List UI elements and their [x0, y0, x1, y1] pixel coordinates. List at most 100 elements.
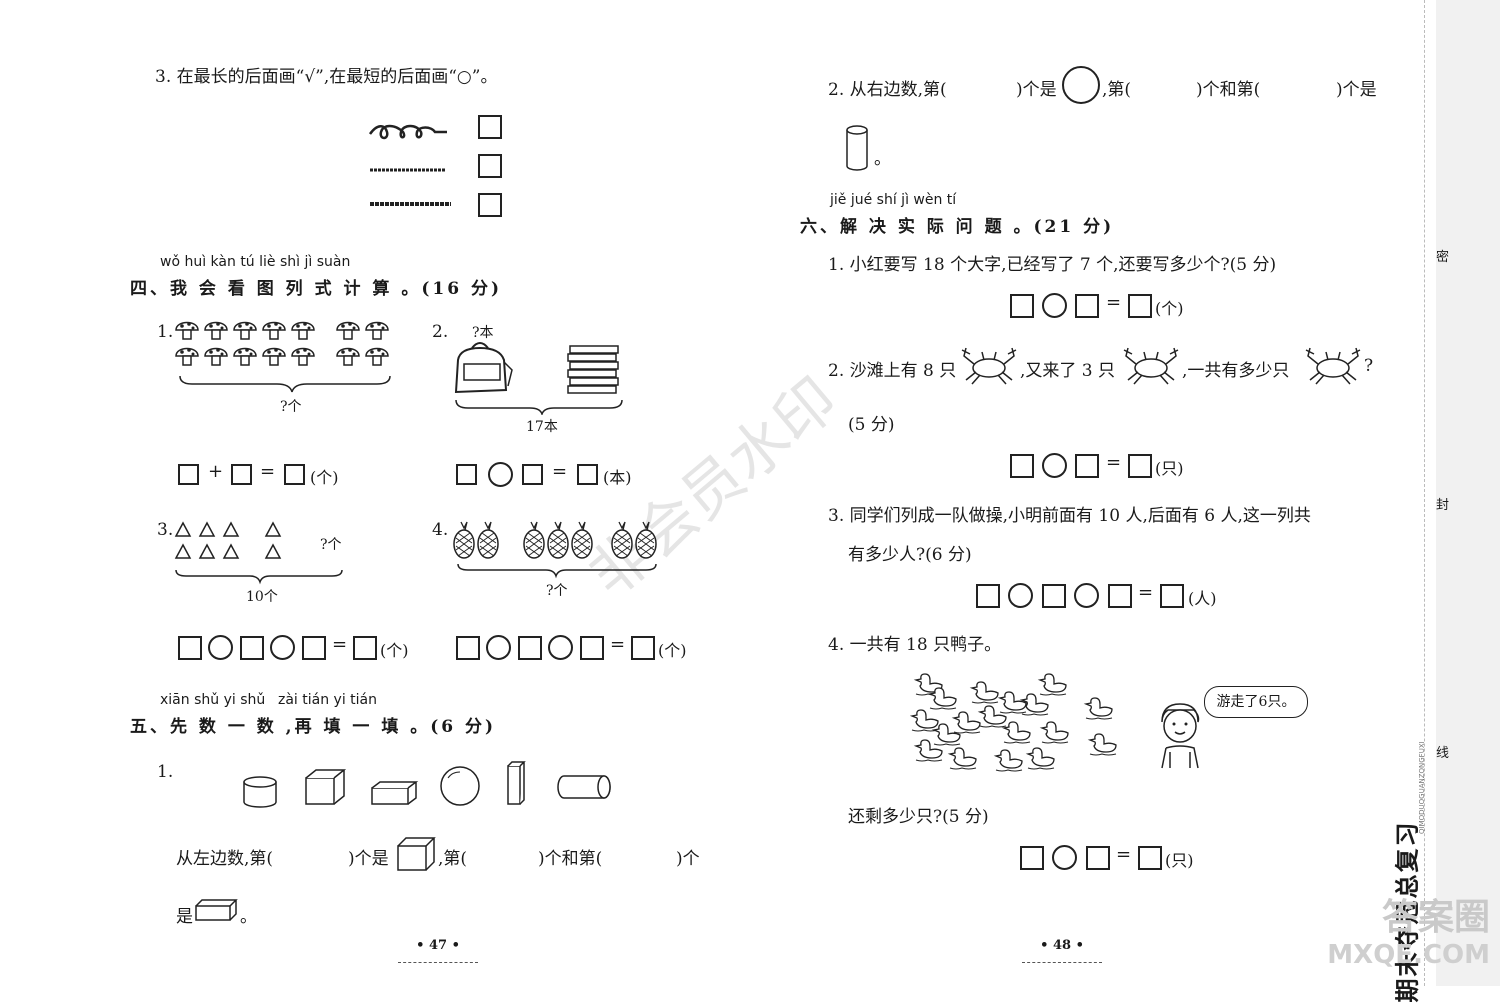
fill-text: )个 — [676, 849, 700, 869]
fill-text: 。 — [874, 149, 891, 169]
fill-text: 2. 从右边数,第( — [828, 80, 947, 100]
section-4-title: 四、我 会 看 图 列 式 计 算 。(16 分) — [130, 279, 503, 299]
equals-sign: = — [260, 461, 276, 482]
operator-circle[interactable] — [548, 635, 573, 660]
fill-text: )个是 — [348, 849, 389, 869]
unit-label: (本) — [603, 468, 632, 487]
brand-pinyin: QIMODUOGUANZONGFUXI — [1418, 741, 1426, 834]
answer-box[interactable] — [478, 193, 502, 217]
fill-text: )个和第( — [1196, 80, 1261, 100]
seal-char: 线 — [1436, 746, 1450, 761]
binding-line — [1424, 0, 1425, 986]
answer-box[interactable] — [1010, 454, 1034, 478]
fill-text: 。 — [240, 907, 257, 927]
operator-circle[interactable] — [1008, 583, 1033, 608]
answer-box[interactable] — [1160, 584, 1184, 608]
answer-box[interactable] — [1075, 454, 1099, 478]
answer-box[interactable] — [353, 636, 377, 660]
answer-box[interactable] — [1138, 846, 1162, 870]
cylinder-icon — [243, 776, 277, 808]
answer-box[interactable] — [456, 464, 477, 485]
answer-box[interactable] — [456, 636, 480, 660]
problem-number: 2. — [432, 322, 449, 342]
brace-label: 10个 — [246, 589, 278, 605]
page-number-underline — [1022, 962, 1102, 963]
answer-box[interactable] — [522, 464, 543, 485]
equals-sign: = — [1106, 292, 1122, 313]
answer-box[interactable] — [518, 636, 542, 660]
problem-text: ? — [1364, 356, 1374, 376]
answer-box[interactable] — [178, 464, 199, 485]
answer-box[interactable] — [580, 636, 604, 660]
answer-box[interactable] — [178, 636, 202, 660]
corner-logo-cn: 答案圈 — [1381, 897, 1490, 938]
backpack-icon — [454, 342, 513, 394]
answer-box[interactable] — [1128, 294, 1152, 318]
answer-box[interactable] — [478, 154, 502, 178]
answer-box[interactable] — [577, 464, 598, 485]
solid-shapes-row — [243, 761, 611, 808]
answer-box[interactable] — [1128, 454, 1152, 478]
problem-text: 1. 小红要写 18 个大字,已经写了 7 个,还要写多少个?(5 分) — [828, 255, 1277, 275]
unit-label: (个) — [310, 468, 339, 487]
answer-box[interactable] — [631, 636, 655, 660]
boy-icon — [1161, 703, 1200, 769]
page-number: • 48 • — [1040, 938, 1084, 953]
answer-box[interactable] — [1086, 846, 1110, 870]
problem-text: ,一共有多少只 — [1182, 361, 1290, 381]
operator-circle[interactable] — [1042, 453, 1067, 478]
question-3-text: 3. 在最长的后面画“√”,在最短的后面画“○”。 — [155, 67, 498, 87]
crab-icon — [961, 347, 1017, 385]
answer-box[interactable] — [1020, 846, 1044, 870]
cylinder-icon — [846, 125, 868, 171]
answer-box[interactable] — [240, 636, 264, 660]
fill-text: 从左边数,第( — [176, 849, 274, 869]
answer-box[interactable] — [976, 584, 1000, 608]
operator-circle[interactable] — [486, 635, 511, 660]
answer-box[interactable] — [478, 115, 502, 139]
equals-sign: = — [610, 634, 626, 655]
answer-box[interactable] — [231, 464, 252, 485]
mushroom-group-left — [175, 321, 315, 366]
operator-circle[interactable] — [208, 635, 233, 660]
problem-number: 4. — [432, 520, 449, 540]
answer-box[interactable] — [1010, 294, 1034, 318]
pineapples-illustration — [453, 521, 657, 579]
operator-circle[interactable] — [1052, 845, 1077, 870]
page-number: • 47 • — [416, 938, 460, 953]
plus-sign: + — [208, 461, 224, 482]
unit-label: (只) — [1155, 459, 1184, 478]
equals-sign: = — [1116, 844, 1132, 865]
cube-icon — [397, 837, 436, 871]
answer-box[interactable] — [1075, 294, 1099, 318]
answer-box[interactable] — [284, 464, 305, 485]
page-number-text: 48 — [1052, 938, 1072, 953]
fill-text: ,第( — [1102, 80, 1132, 100]
brace-label: ?个 — [280, 399, 302, 415]
unit-label: (人) — [1188, 589, 1217, 608]
answer-box[interactable] — [1042, 584, 1066, 608]
fill-text: ,第( — [438, 849, 468, 869]
question-label: ?本 — [472, 325, 494, 341]
operator-circle[interactable] — [488, 462, 513, 487]
crab-icon — [1123, 347, 1179, 385]
operator-circle[interactable] — [270, 635, 295, 660]
tall-cuboid-icon — [507, 761, 526, 805]
problem-text: 3. 同学们列成一队做操,小明前面有 10 人,后面有 6 人,这一列共 — [828, 506, 1311, 526]
crab-icon — [1305, 347, 1361, 385]
problem-text: 4. 一共有 18 只鸭子。 — [828, 635, 1002, 655]
fill-text: )个是 — [1016, 80, 1057, 100]
operator-circle[interactable] — [1042, 293, 1067, 318]
answer-box[interactable] — [302, 636, 326, 660]
problem-number: 3. — [157, 520, 174, 540]
book-stack-icon — [567, 345, 619, 394]
section-6-pinyin: jiě jué shí jì wèn tí — [830, 192, 957, 208]
cuboid-icon — [195, 899, 238, 921]
answer-box[interactable] — [1108, 584, 1132, 608]
unit-label: (个) — [380, 641, 409, 660]
operator-circle[interactable] — [1074, 583, 1099, 608]
problem-text: ,又来了 3 只 — [1020, 361, 1116, 381]
sidebar-strip — [1436, 0, 1500, 986]
backpack-and-books-illustration — [454, 342, 623, 415]
corner-logo-url: MXQE.COM — [1327, 940, 1490, 970]
